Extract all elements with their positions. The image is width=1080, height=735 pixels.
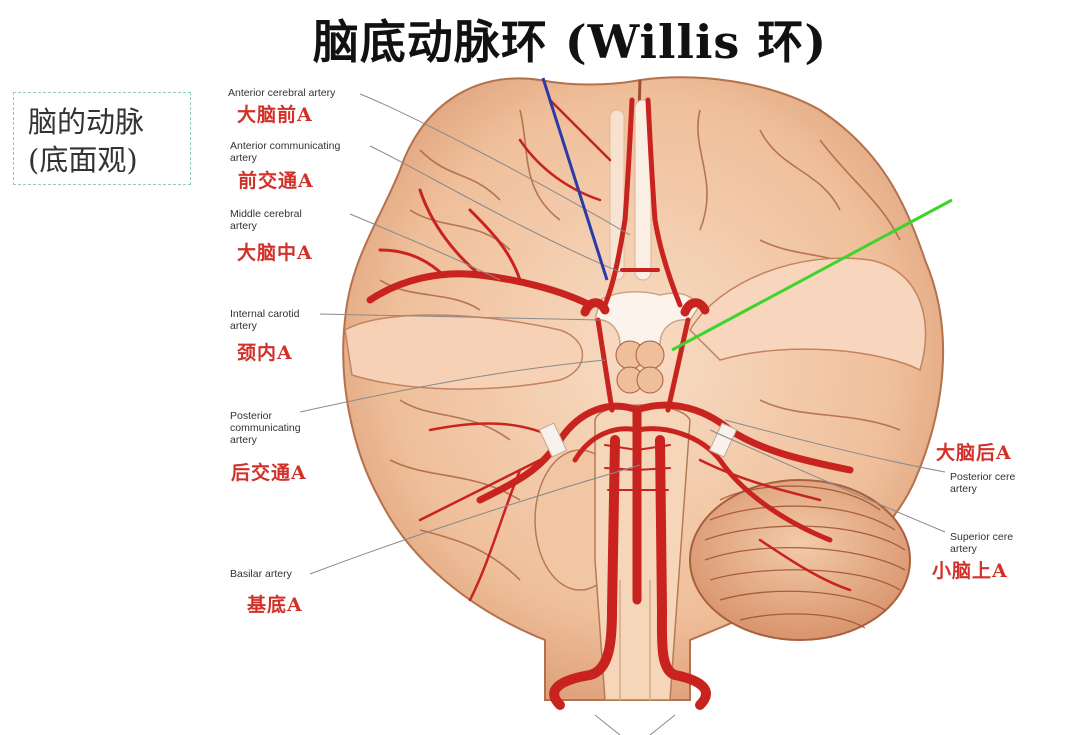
label-anterior-cerebral-cn: 大脑前A (237, 104, 313, 126)
arteries (366, 97, 854, 710)
cranial-nerves (538, 422, 738, 458)
label-posterior-communicating-en: Posterior communicating artery (230, 410, 301, 446)
label-internal-carotid-en: Internal carotid artery (230, 308, 300, 332)
label-anterior-cerebral-en: Anterior cerebral artery (228, 87, 336, 99)
label-basilar-cn: 基底A (247, 594, 303, 616)
label-middle-cerebral-cn: 大脑中A (237, 242, 313, 264)
view-caption-box: 脑的动脉 (底面观) (13, 92, 191, 185)
label-posterior-cerebral-en: Posterior cere artery (950, 471, 1016, 495)
view-caption-line2: (底面观) (28, 143, 138, 177)
label-internal-carotid-cn: 颈内A (237, 342, 293, 364)
label-posterior-cerebral-cn: 大脑后A (936, 442, 1012, 464)
green-pointer-line (671, 198, 953, 352)
label-superior-cerebellar-en: Superior cere artery (950, 531, 1014, 555)
label-superior-cerebellar-cn: 小脑上A (932, 560, 1008, 582)
label-leader-lines (299, 93, 946, 735)
label-anterior-communicating-en: Anterior communicating artery (230, 140, 341, 164)
label-posterior-communicating-cn: 后交通A (231, 462, 307, 484)
label-basilar-en: Basilar artery (230, 568, 292, 580)
label-anterior-communicating-cn: 前交通A (238, 170, 314, 192)
blue-pointer-line (541, 77, 609, 281)
view-caption-line1: 脑的动脉 (28, 105, 145, 139)
label-middle-cerebral-en: Middle cerebral artery (230, 208, 302, 232)
page-title: 脑底动脉环 (Willis 环) (312, 15, 828, 69)
